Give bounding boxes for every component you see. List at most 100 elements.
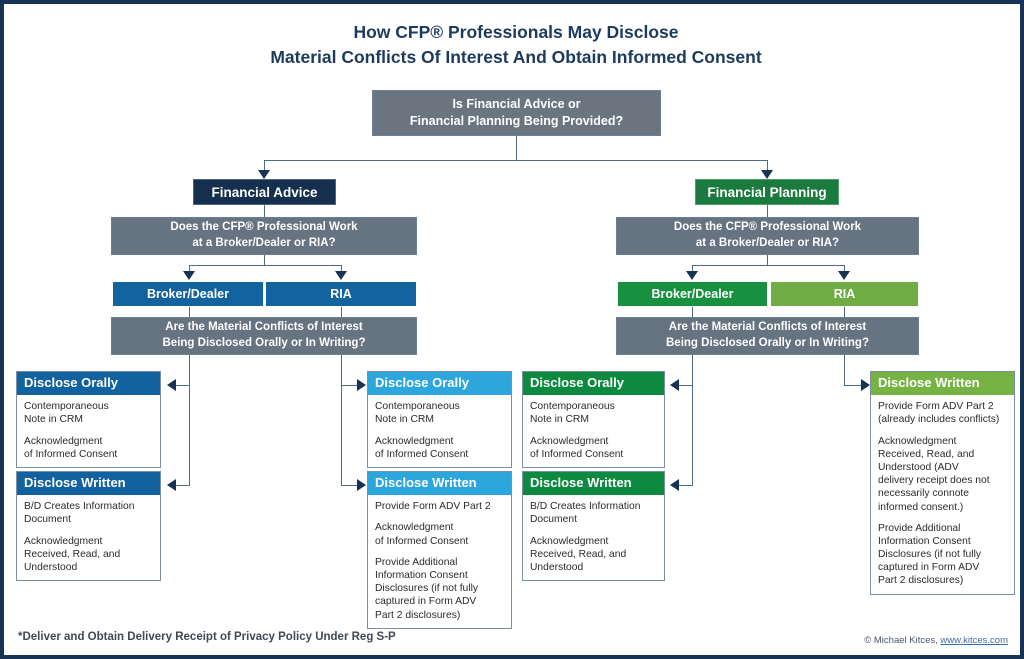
connector-planning-ria-rail: [844, 355, 845, 385]
arrow-advice-bd-orally-icon: [167, 379, 176, 391]
planning-ria-box[interactable]: RIA: [770, 281, 919, 307]
connector-advice-bd-rail: [189, 355, 190, 485]
connector-advice-ria-written: [341, 485, 358, 486]
arrow-to-planning-broker-dealer-icon: [686, 271, 698, 280]
connector-advice-firm-bar: [189, 265, 341, 266]
connector-planning-firmq-stem: [767, 255, 768, 265]
root-decision-line-1: Is Financial Advice or: [452, 97, 581, 112]
connector-planning-ria-to-discq: [844, 307, 845, 319]
connector-planning-bd-drop: [692, 265, 693, 273]
root-decision-line-2: Financial Planning Being Provided?: [409, 114, 624, 128]
advice-disclosure-question-line-2: Being Disclosed Orally or In Writing?: [162, 337, 366, 349]
planning-disclosure-question-line-1: Are the Material Conflicts of Interest: [668, 321, 867, 334]
footnote-text: *Deliver and Obtain Delivery Receipt of …: [18, 631, 396, 643]
arrow-planning-ria-written-icon: [861, 379, 870, 391]
planning-broker-dealer-box[interactable]: Broker/Dealer: [617, 281, 768, 307]
planning-firm-question-line-2: at a Broker/Dealer or RIA?: [695, 237, 840, 249]
page-title: How CFP® Professionals May Disclose Mate…: [4, 20, 1020, 70]
card-planning-ria-written-body: Provide Form ADV Part 2(already includes…: [871, 395, 1014, 593]
card-planning-bd-orally-heading: Disclose Orally: [523, 372, 664, 396]
card-advice-bd-written-heading: Disclose Written: [17, 472, 160, 496]
copyright-credit: © Michael Kitces, www.kitces.com: [864, 635, 1008, 646]
connector-advice-firmq-stem: [264, 255, 265, 265]
card-advice-bd-orally-heading: Disclose Orally: [17, 372, 160, 396]
connector-advice-bd-orally: [176, 385, 190, 386]
root-decision-text: Is Financial Advice or Financial Plannin…: [410, 96, 623, 130]
connector-root-bar: [264, 160, 768, 161]
connector-root-stem: [516, 136, 517, 160]
arrow-to-advice-ria-icon: [335, 271, 347, 280]
arrow-advice-ria-orally-icon: [357, 379, 366, 391]
arrow-advice-bd-written-icon: [167, 479, 176, 491]
card-advice-bd-written: Disclose Written B/D Creates Information…: [16, 471, 161, 582]
connector-advice-ria-drop: [341, 265, 342, 273]
advice-disclosure-question-line-1: Are the Material Conflicts of Interest: [165, 321, 363, 334]
arrow-advice-ria-written-icon: [357, 479, 366, 491]
advice-firm-question-text: Does the CFP® Professional Work at a Bro…: [170, 220, 357, 251]
connector-planning-to-firmq: [767, 205, 768, 219]
copyright-text: © Michael Kitces,: [864, 635, 941, 646]
connector-root-right-drop: [767, 160, 768, 172]
connector-advice-bd-drop: [189, 265, 190, 273]
connector-advice-ria-to-discq: [341, 307, 342, 319]
card-advice-ria-orally-heading: Disclose Orally: [368, 372, 511, 396]
card-planning-ria-written: Disclose Written Provide Form ADV Part 2…: [870, 371, 1015, 595]
category-financial-advice[interactable]: Financial Advice: [193, 179, 336, 205]
root-decision-box: Is Financial Advice or Financial Plannin…: [372, 90, 661, 136]
planning-firm-question-text: Does the CFP® Professional Work at a Bro…: [674, 220, 861, 251]
connector-planning-bd-to-discq: [692, 307, 693, 319]
connector-advice-ria-rail: [341, 355, 342, 485]
planning-disclosure-question-text: Are the Material Conflicts of Interest B…: [666, 320, 869, 351]
connector-advice-bd-to-discq: [189, 307, 190, 319]
planning-firm-question-line-1: Does the CFP® Professional Work: [673, 221, 862, 234]
connector-advice-to-firmq: [264, 205, 265, 219]
advice-firm-question-box: Does the CFP® Professional Work at a Bro…: [111, 217, 417, 255]
connector-planning-bd-written: [679, 485, 693, 486]
planning-disclosure-question-box: Are the Material Conflicts of Interest B…: [616, 317, 919, 355]
category-financial-planning[interactable]: Financial Planning: [695, 179, 839, 205]
connector-advice-bd-written: [176, 485, 190, 486]
arrow-planning-bd-written-icon: [670, 479, 679, 491]
advice-disclosure-question-text: Are the Material Conflicts of Interest B…: [163, 320, 366, 351]
connector-planning-ria-drop: [844, 265, 845, 273]
page-title-line-1: How CFP® Professionals May Disclose: [353, 22, 679, 42]
arrow-to-financial-planning-icon: [761, 170, 773, 179]
connector-advice-ria-orally: [341, 385, 358, 386]
arrow-planning-bd-orally-icon: [670, 379, 679, 391]
card-planning-bd-written-heading: Disclose Written: [523, 472, 664, 496]
advice-firm-question-line-2: at a Broker/Dealer or RIA?: [192, 237, 336, 249]
advice-ria-box[interactable]: RIA: [265, 281, 417, 307]
connector-planning-ria-written: [844, 385, 862, 386]
card-planning-ria-written-heading: Disclose Written: [871, 372, 1014, 396]
advice-broker-dealer-box[interactable]: Broker/Dealer: [112, 281, 264, 307]
arrow-to-financial-advice-icon: [258, 170, 270, 179]
card-advice-ria-written-heading: Disclose Written: [368, 472, 511, 496]
advice-firm-question-line-1: Does the CFP® Professional Work: [170, 221, 358, 234]
arrow-to-planning-ria-icon: [838, 271, 850, 280]
connector-planning-firm-bar: [692, 265, 844, 266]
card-planning-bd-written: Disclose Written B/D Creates Information…: [522, 471, 665, 582]
kitces-website-link[interactable]: www.kitces.com: [940, 635, 1008, 646]
